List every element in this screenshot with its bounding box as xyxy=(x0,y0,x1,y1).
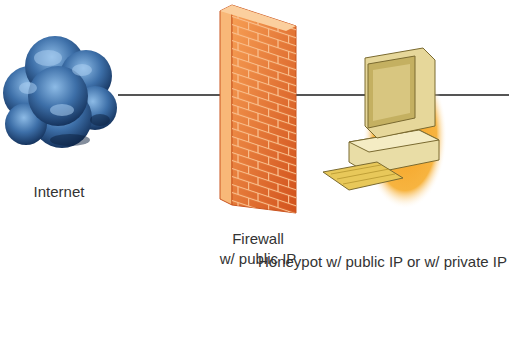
node-label: Internet xyxy=(34,182,85,202)
network-link xyxy=(118,95,208,96)
node-label: Honeypot w/ public IP or w/ private IP xyxy=(258,252,507,272)
cloud-icon xyxy=(0,18,118,168)
computer-icon xyxy=(319,40,447,210)
network-node: Firewall w/ public IP xyxy=(208,0,308,268)
network-node: Internet xyxy=(0,18,118,202)
network-node: Honeypot w/ public IP or w/ private IP xyxy=(256,40,509,272)
firewall-icon xyxy=(208,0,308,215)
